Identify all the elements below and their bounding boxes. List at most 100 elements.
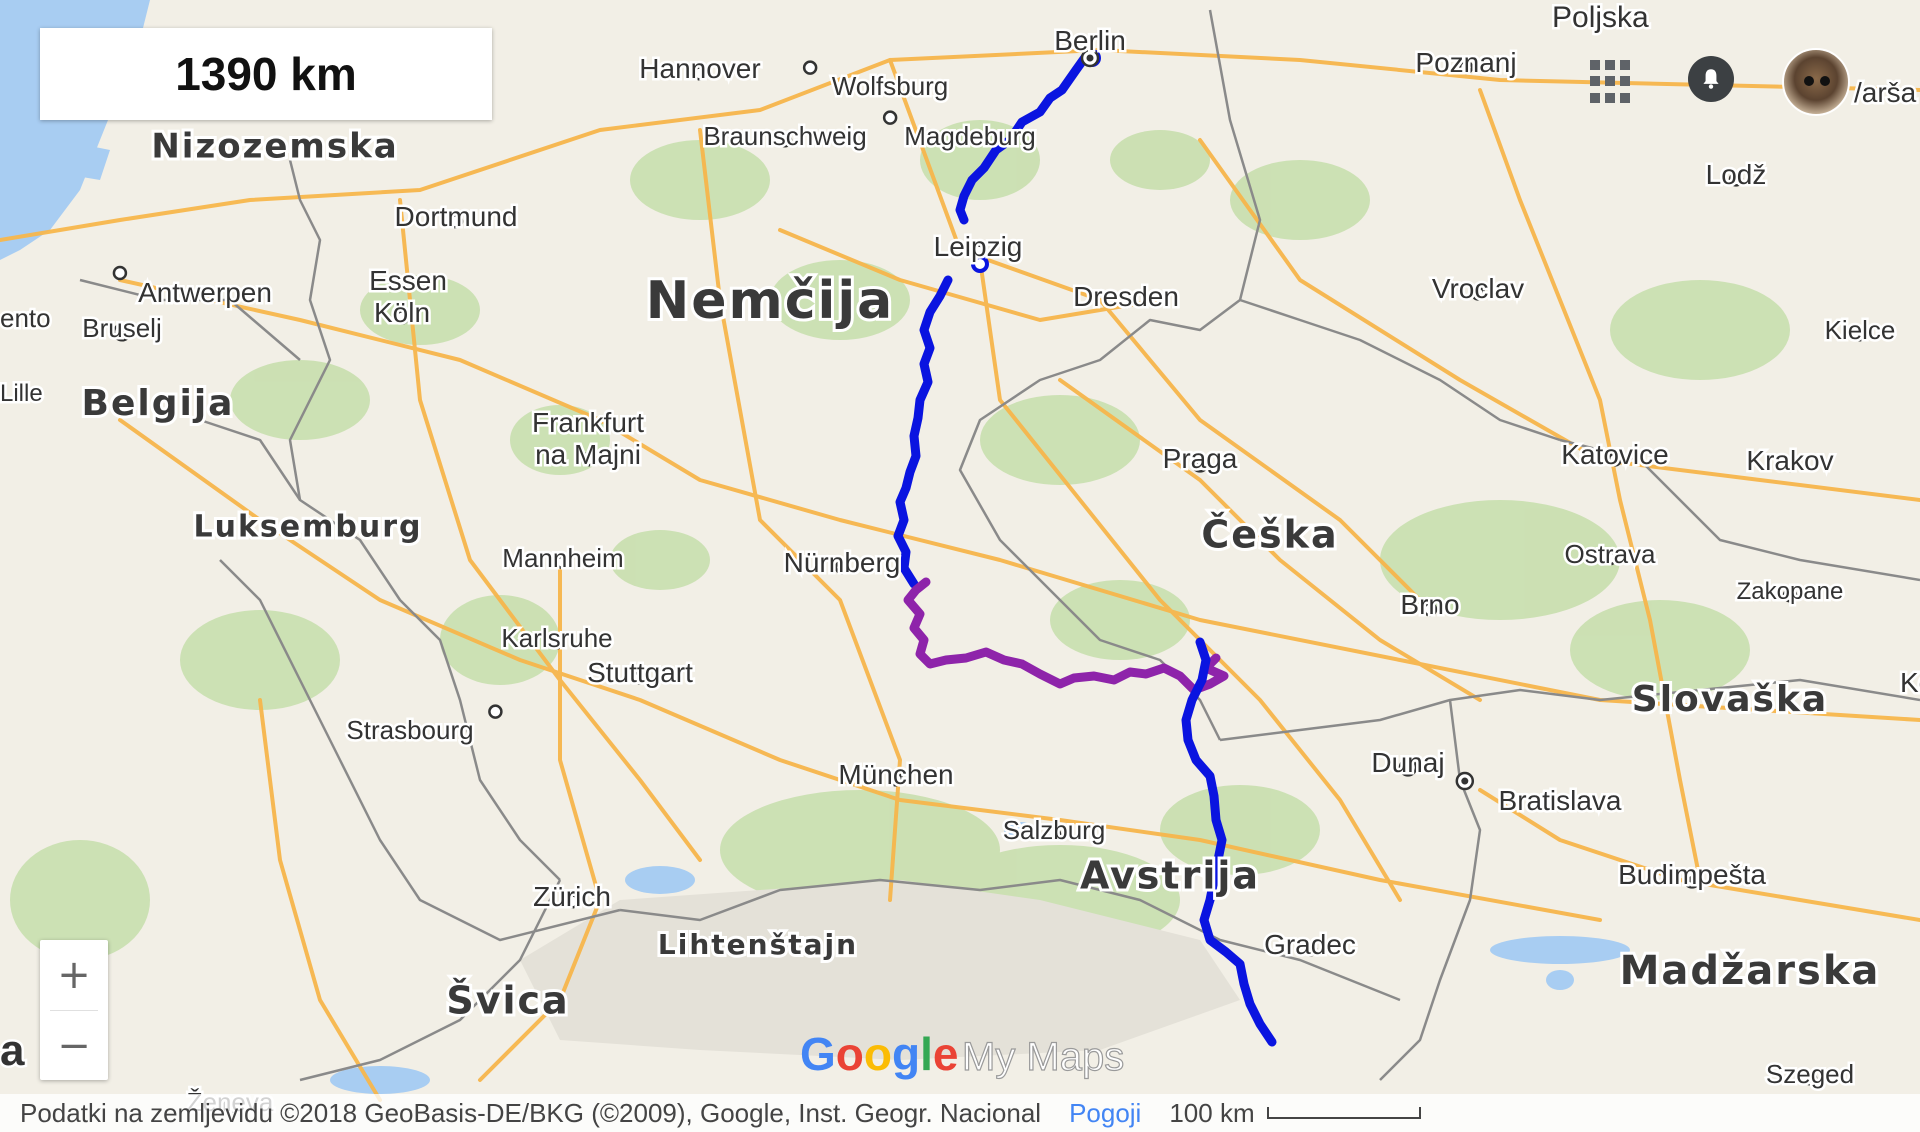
city-label: Bratislava [1499, 785, 1622, 816]
city-label: Leipzig [934, 231, 1023, 262]
city-marker [777, 133, 793, 148]
country-label: Madžarska [1620, 948, 1881, 994]
city-marker [1470, 286, 1486, 301]
city-marker [802, 60, 818, 75]
country-label: Belgija [82, 383, 235, 424]
route-segment-central[interactable] [893, 275, 953, 589]
city-marker [1422, 602, 1438, 617]
city-label: Braunschweig [703, 121, 866, 151]
city-marker [580, 452, 596, 467]
route-segment-purple[interactable] [903, 577, 1229, 695]
city-label: Dunaj [1371, 747, 1444, 778]
scale-label: 100 km [1169, 1097, 1255, 1128]
city-label: Kielce [1825, 315, 1896, 345]
distance-panel: 1390 km [40, 28, 492, 120]
avatar-eye [1804, 76, 1814, 86]
city-label: Wolfsburg [832, 71, 949, 101]
zoom-controls: + − [40, 940, 108, 1080]
city-label: Köln [374, 297, 430, 328]
capital-marker-dot [1196, 459, 1204, 467]
city-marker [1782, 458, 1798, 473]
zoom-in-button[interactable]: + [40, 940, 108, 1010]
city-label: Mannheim [502, 543, 623, 573]
city-marker [564, 894, 580, 909]
user-avatar[interactable] [1782, 48, 1850, 116]
country-label: Nemčija [646, 271, 895, 331]
map-footer: Podatki na zemljevidu ©2018 GeoBasis-DE/… [0, 1094, 1920, 1132]
city-marker [1802, 1071, 1818, 1086]
city-label: Antwerpen [138, 277, 272, 308]
city-marker [1607, 452, 1623, 467]
city-label: Essen [369, 265, 447, 296]
city-label: Magdeburg [904, 121, 1036, 151]
city-label: Karlsruhe [501, 623, 612, 653]
city-label: München [838, 759, 953, 790]
city-label: Hannover [639, 53, 760, 84]
map-attribution: Podatki na zemljevidu ©2018 GeoBasis-DE/… [20, 1097, 1042, 1128]
edge-label: Lille [0, 380, 43, 407]
country-label: Nizozemska [151, 127, 398, 167]
city-label: Dortmund [395, 201, 518, 232]
route-segment-south[interactable] [1181, 637, 1277, 1047]
terms-link[interactable]: Pogoji [1069, 1097, 1142, 1128]
distance-value: 1390 km [175, 48, 357, 100]
city-label: Lodž [1706, 159, 1767, 190]
city-marker [1602, 551, 1618, 566]
lakes [330, 822, 1630, 1094]
city-label: Strasbourg [346, 715, 473, 745]
city-label: Poznanj [1415, 47, 1516, 78]
city-marker [1852, 327, 1868, 342]
google-wordmark: Google [800, 1028, 958, 1080]
city-label: Krakov [1746, 445, 1833, 476]
country-label: Lihtenštajn [658, 928, 858, 961]
apps-grid-icon[interactable] [1588, 58, 1636, 106]
capital-marker-dot [118, 328, 126, 336]
city-marker [1458, 60, 1474, 75]
city-marker [400, 278, 416, 293]
city-label: Berlin [1054, 25, 1126, 56]
city-label: Brno [1400, 589, 1459, 620]
city-marker [488, 704, 503, 719]
city-marker [888, 772, 904, 787]
capital-marker-dot [1461, 777, 1469, 785]
city-label: Salzburg [1003, 815, 1106, 845]
my-maps-wordmark: My Maps [962, 1035, 1124, 1079]
city-marker [970, 244, 986, 259]
google-my-maps-logo: Google My Maps [800, 1028, 1125, 1080]
city-marker [555, 555, 571, 570]
city-label: Stuttgart [587, 657, 693, 688]
capital-marker-dot [1404, 763, 1412, 771]
scale-bar [1266, 1107, 1421, 1119]
zoom-out-button[interactable]: − [40, 1011, 108, 1081]
edge-label: Poljska [1552, 1, 1649, 34]
city-label: Gradec [1264, 929, 1356, 960]
city-marker [1782, 587, 1798, 603]
city-label: Zakopane [1737, 578, 1844, 605]
notifications-bell-icon[interactable] [1688, 56, 1734, 102]
city-label: Zürich [533, 881, 611, 912]
city-marker [448, 214, 464, 229]
alps-relief [520, 880, 1240, 1060]
city-marker [549, 635, 565, 650]
city-label: Szeged [1766, 1059, 1854, 1089]
edge-label: a [0, 1026, 25, 1075]
city-label: Katovice [1561, 439, 1668, 470]
city-marker [1728, 172, 1744, 187]
city-marker [1302, 942, 1318, 957]
zoom-separator [50, 1010, 98, 1011]
bell-glyph [1703, 69, 1719, 89]
city-label: Vroclav [1432, 273, 1524, 304]
edge-label: /arša [1854, 77, 1917, 108]
city-label: na Majni [535, 439, 641, 470]
country-label: Češka [1201, 513, 1338, 557]
highways [0, 48, 1920, 1102]
avatar-eye [1820, 76, 1830, 86]
city-label: Bruselj [82, 313, 161, 343]
country-label: Avstrija [1080, 854, 1260, 898]
route-segment-north[interactable] [955, 51, 1091, 225]
city-marker [834, 560, 850, 575]
city-label: Ostrava [1564, 539, 1656, 569]
country-layer: NizozemskaBelgijaLuksemburgNemčijaČeškaA… [79, 124, 1882, 1026]
